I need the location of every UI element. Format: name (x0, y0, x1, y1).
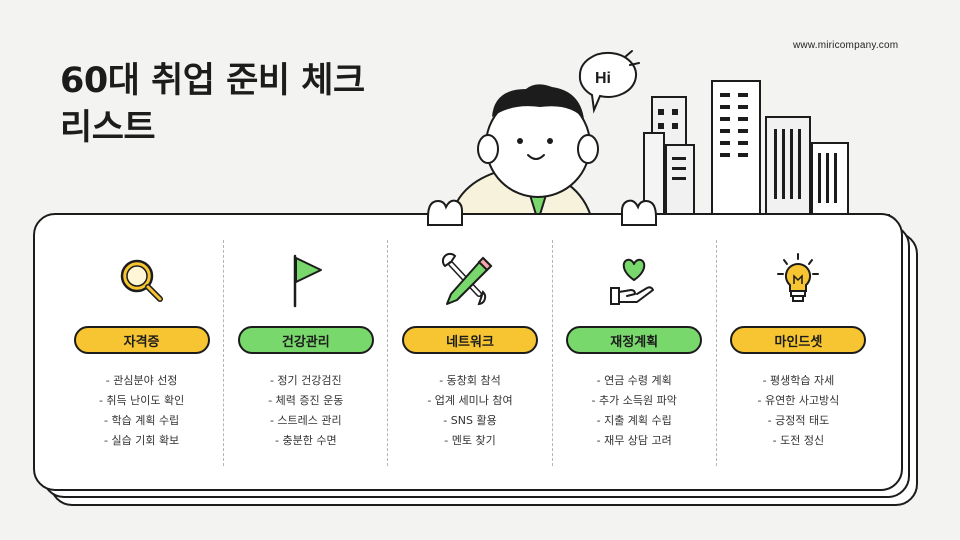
page-title-line-1: 60대 취업 준비 체크 (60, 61, 365, 101)
column-label: 재정계획 (566, 326, 703, 354)
list-item: - 평생학습 자세 (762, 374, 835, 387)
checklist-columns: 자격증 - 관심분야 선정 - 취득 난이도 확인 - 학습 계획 수립 - 실… (60, 240, 880, 466)
list-item: - SNS 활용 (443, 414, 497, 427)
column-label: 자격증 (73, 326, 210, 354)
character-hands (427, 199, 657, 226)
list-item: - 멘토 찾기 (444, 434, 496, 447)
list-item: - 연금 수령 계획 (596, 374, 672, 387)
item-list: - 동창회 참석 - 업계 세미나 참여 - SNS 활용 - 멘토 찾기 (427, 371, 512, 451)
column-mindset: 마인드셋 - 평생학습 자세 - 유연한 사고방식 - 긍정적 태도 - 도전 … (715, 240, 880, 466)
list-item: - 유연한 사고방식 (757, 394, 840, 407)
character-hair (492, 84, 584, 119)
list-item: - 실습 기회 확보 (104, 434, 180, 447)
list-item: - 관심분야 선정 (105, 374, 178, 387)
list-item: - 재무 상담 고려 (596, 434, 672, 447)
list-item: - 지출 계획 수립 (596, 414, 672, 427)
heart-hand-icon (610, 258, 655, 305)
building (765, 116, 811, 228)
left-hand (427, 199, 463, 226)
item-list: - 관심분야 선정 - 취득 난이도 확인 - 학습 계획 수립 - 실습 기회… (99, 371, 184, 451)
list-item: - 학습 계획 수립 (104, 414, 180, 427)
page-title-line-2: 리스트 (60, 108, 156, 148)
speech-bubble-text: Hi (595, 70, 611, 87)
list-item: - 스트레스 관리 (269, 414, 342, 427)
building (811, 142, 849, 224)
speech-bubble (578, 51, 637, 114)
site-url[interactable]: www.miricompany.com (793, 40, 899, 51)
flag-icon (293, 254, 322, 308)
building (711, 80, 761, 222)
column-health: 건강관리 - 정기 건강검진 - 체력 증진 운동 - 스트레스 관리 - 충분… (223, 240, 387, 466)
list-item: - 충분한 수면 (275, 434, 337, 447)
list-item: - 도전 정신 (772, 434, 825, 447)
column-label: 마인드셋 (730, 326, 867, 354)
column-label: 네트워크 (402, 326, 538, 354)
column-certificate: 자격증 - 관심분야 선정 - 취득 난이도 확인 - 학습 계획 수립 - 실… (60, 240, 223, 466)
list-item: - 정기 건강검진 (269, 374, 342, 387)
list-item: - 취득 난이도 확인 (98, 394, 185, 407)
character-city-illustration: Hi (448, 50, 890, 228)
column-finance: 재정계획 - 연금 수령 계획 - 추가 소득원 파악 - 지출 계획 수립 -… (551, 240, 716, 466)
column-network: 네트워크 - 동창회 참석 - 업계 세미나 참여 - SNS 활용 - 멘토 … (387, 240, 551, 466)
page-title: 60대 취업 준비 체크 리스트 (60, 58, 365, 152)
list-item: - 추가 소득원 파악 (591, 394, 677, 407)
item-list: - 정기 건강검진 - 체력 증진 운동 - 스트레스 관리 - 충분한 수면 (268, 371, 343, 451)
magnifier-icon (120, 259, 163, 302)
lightbulb-icon (777, 253, 820, 302)
item-list: - 연금 수령 계획 - 추가 소득원 파악 - 지출 계획 수립 - 재무 상… (592, 371, 677, 451)
list-item: - 업계 세미나 참여 (427, 394, 513, 407)
right-hand (621, 199, 657, 226)
item-list: - 평생학습 자세 - 유연한 사고방식 - 긍정적 태도 - 도전 정신 (758, 371, 840, 451)
wrench-pencil-icon (441, 252, 493, 306)
list-item: - 긍정적 태도 (767, 414, 830, 427)
column-label: 건강관리 (237, 326, 374, 354)
list-item: - 체력 증진 운동 (268, 394, 344, 407)
list-item: - 동창회 참석 (439, 374, 501, 387)
